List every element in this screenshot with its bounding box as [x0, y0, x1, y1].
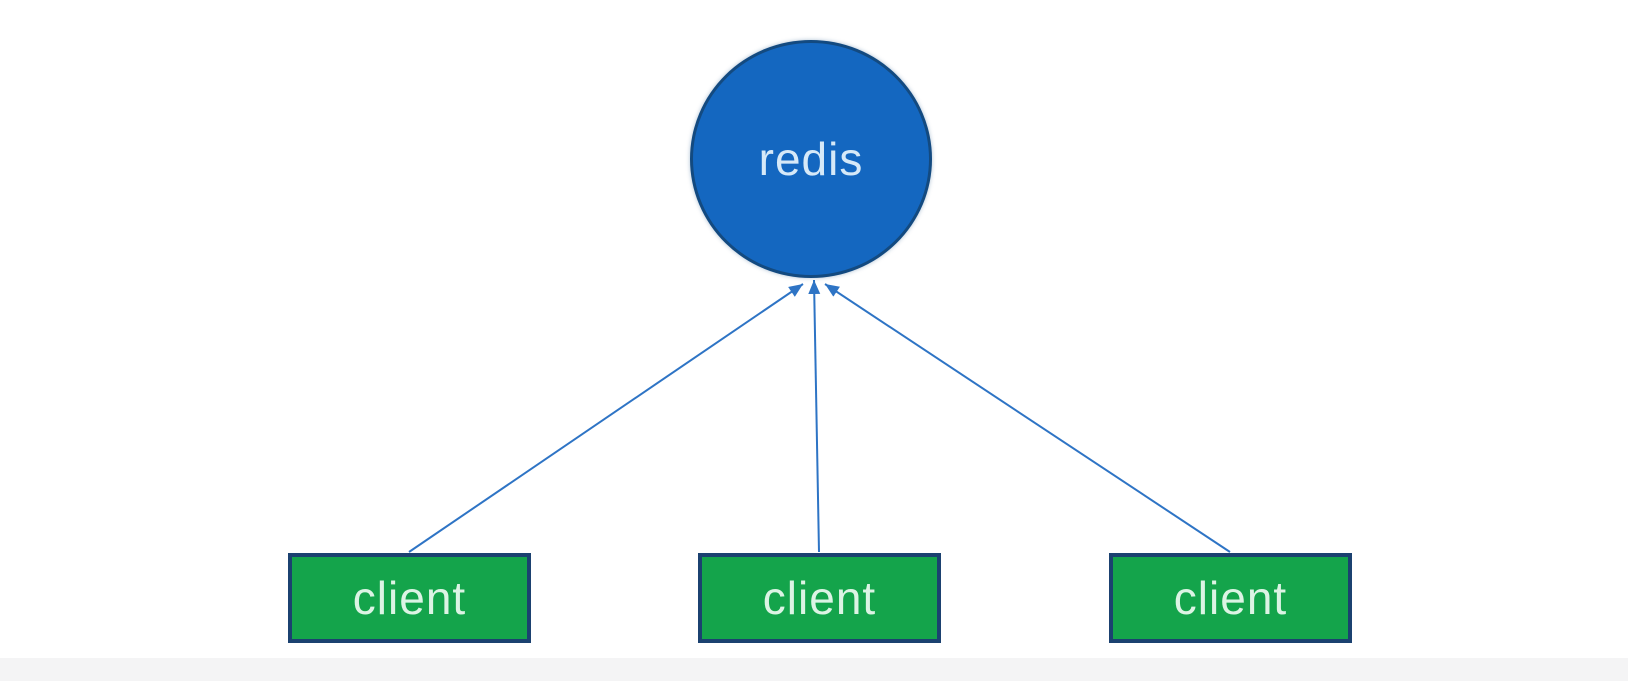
- edge-client-middle-to-redis: [808, 279, 821, 553]
- edge-client-left-to-redis: [408, 283, 804, 553]
- node-client-right-label: client: [1173, 572, 1288, 624]
- node-client-middle[interactable]: client: [698, 553, 941, 643]
- node-client-middle-label: client: [762, 572, 877, 624]
- node-client-right[interactable]: client: [1109, 553, 1352, 643]
- node-client-left-label: client: [352, 572, 467, 624]
- node-client-left[interactable]: client: [288, 553, 531, 643]
- edge-client-right-to-redis: [824, 283, 1231, 553]
- node-redis[interactable]: redis: [690, 40, 932, 278]
- bottom-strip: [0, 658, 1628, 681]
- node-redis-label: redis: [758, 133, 864, 185]
